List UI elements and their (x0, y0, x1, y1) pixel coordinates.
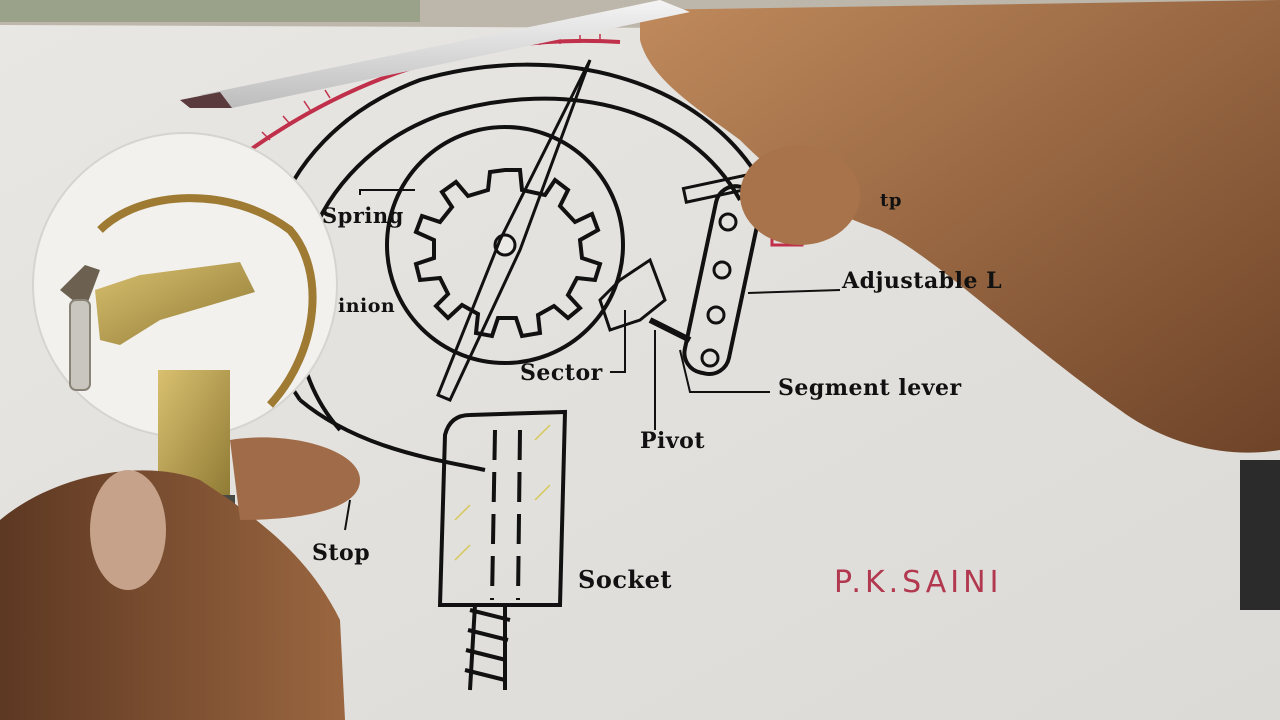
brass-sector-model (95, 262, 255, 345)
label-sector: Sector (520, 360, 603, 386)
left-thumbnail (90, 470, 166, 590)
sector (598, 257, 667, 332)
label-stop: Stop (312, 540, 371, 566)
left-hand (0, 470, 345, 720)
link-hole (712, 260, 732, 280)
bourdon-tube-model (97, 194, 317, 408)
link-hole (706, 305, 726, 325)
pinion-teeth (413, 168, 603, 339)
label-adjustable-link: Adjustable L (842, 268, 1003, 294)
left-finger (230, 437, 360, 520)
model-lever (69, 299, 91, 391)
label-pinion: inion (338, 295, 396, 317)
pointer-needle (436, 59, 592, 402)
label-socket: Socket (578, 565, 672, 594)
label-pivot: Pivot (640, 428, 706, 454)
link-hole (700, 348, 720, 368)
label-segment-lever: Segment lever (778, 375, 962, 401)
tube-to-socket (298, 398, 486, 472)
right-hand (640, 0, 1280, 453)
link-hole (718, 212, 738, 232)
segment-lever (648, 317, 692, 343)
label-tip-fragment: tp (880, 190, 902, 211)
background-poster (0, 0, 420, 22)
model-link (60, 265, 100, 310)
socket-thread (464, 604, 511, 691)
socket-hatching (454, 424, 551, 561)
author-signature: P.K.SAINI (834, 565, 1003, 600)
pen (200, 0, 690, 108)
label-spring: Spring (322, 203, 404, 228)
socket-bore (490, 429, 522, 601)
right-hand-finger (740, 145, 860, 245)
pen-tip (180, 92, 232, 108)
socket (437, 409, 568, 607)
background-object (1240, 460, 1280, 610)
leader-lines (344, 189, 841, 531)
pinion-gear-outline (385, 125, 625, 365)
